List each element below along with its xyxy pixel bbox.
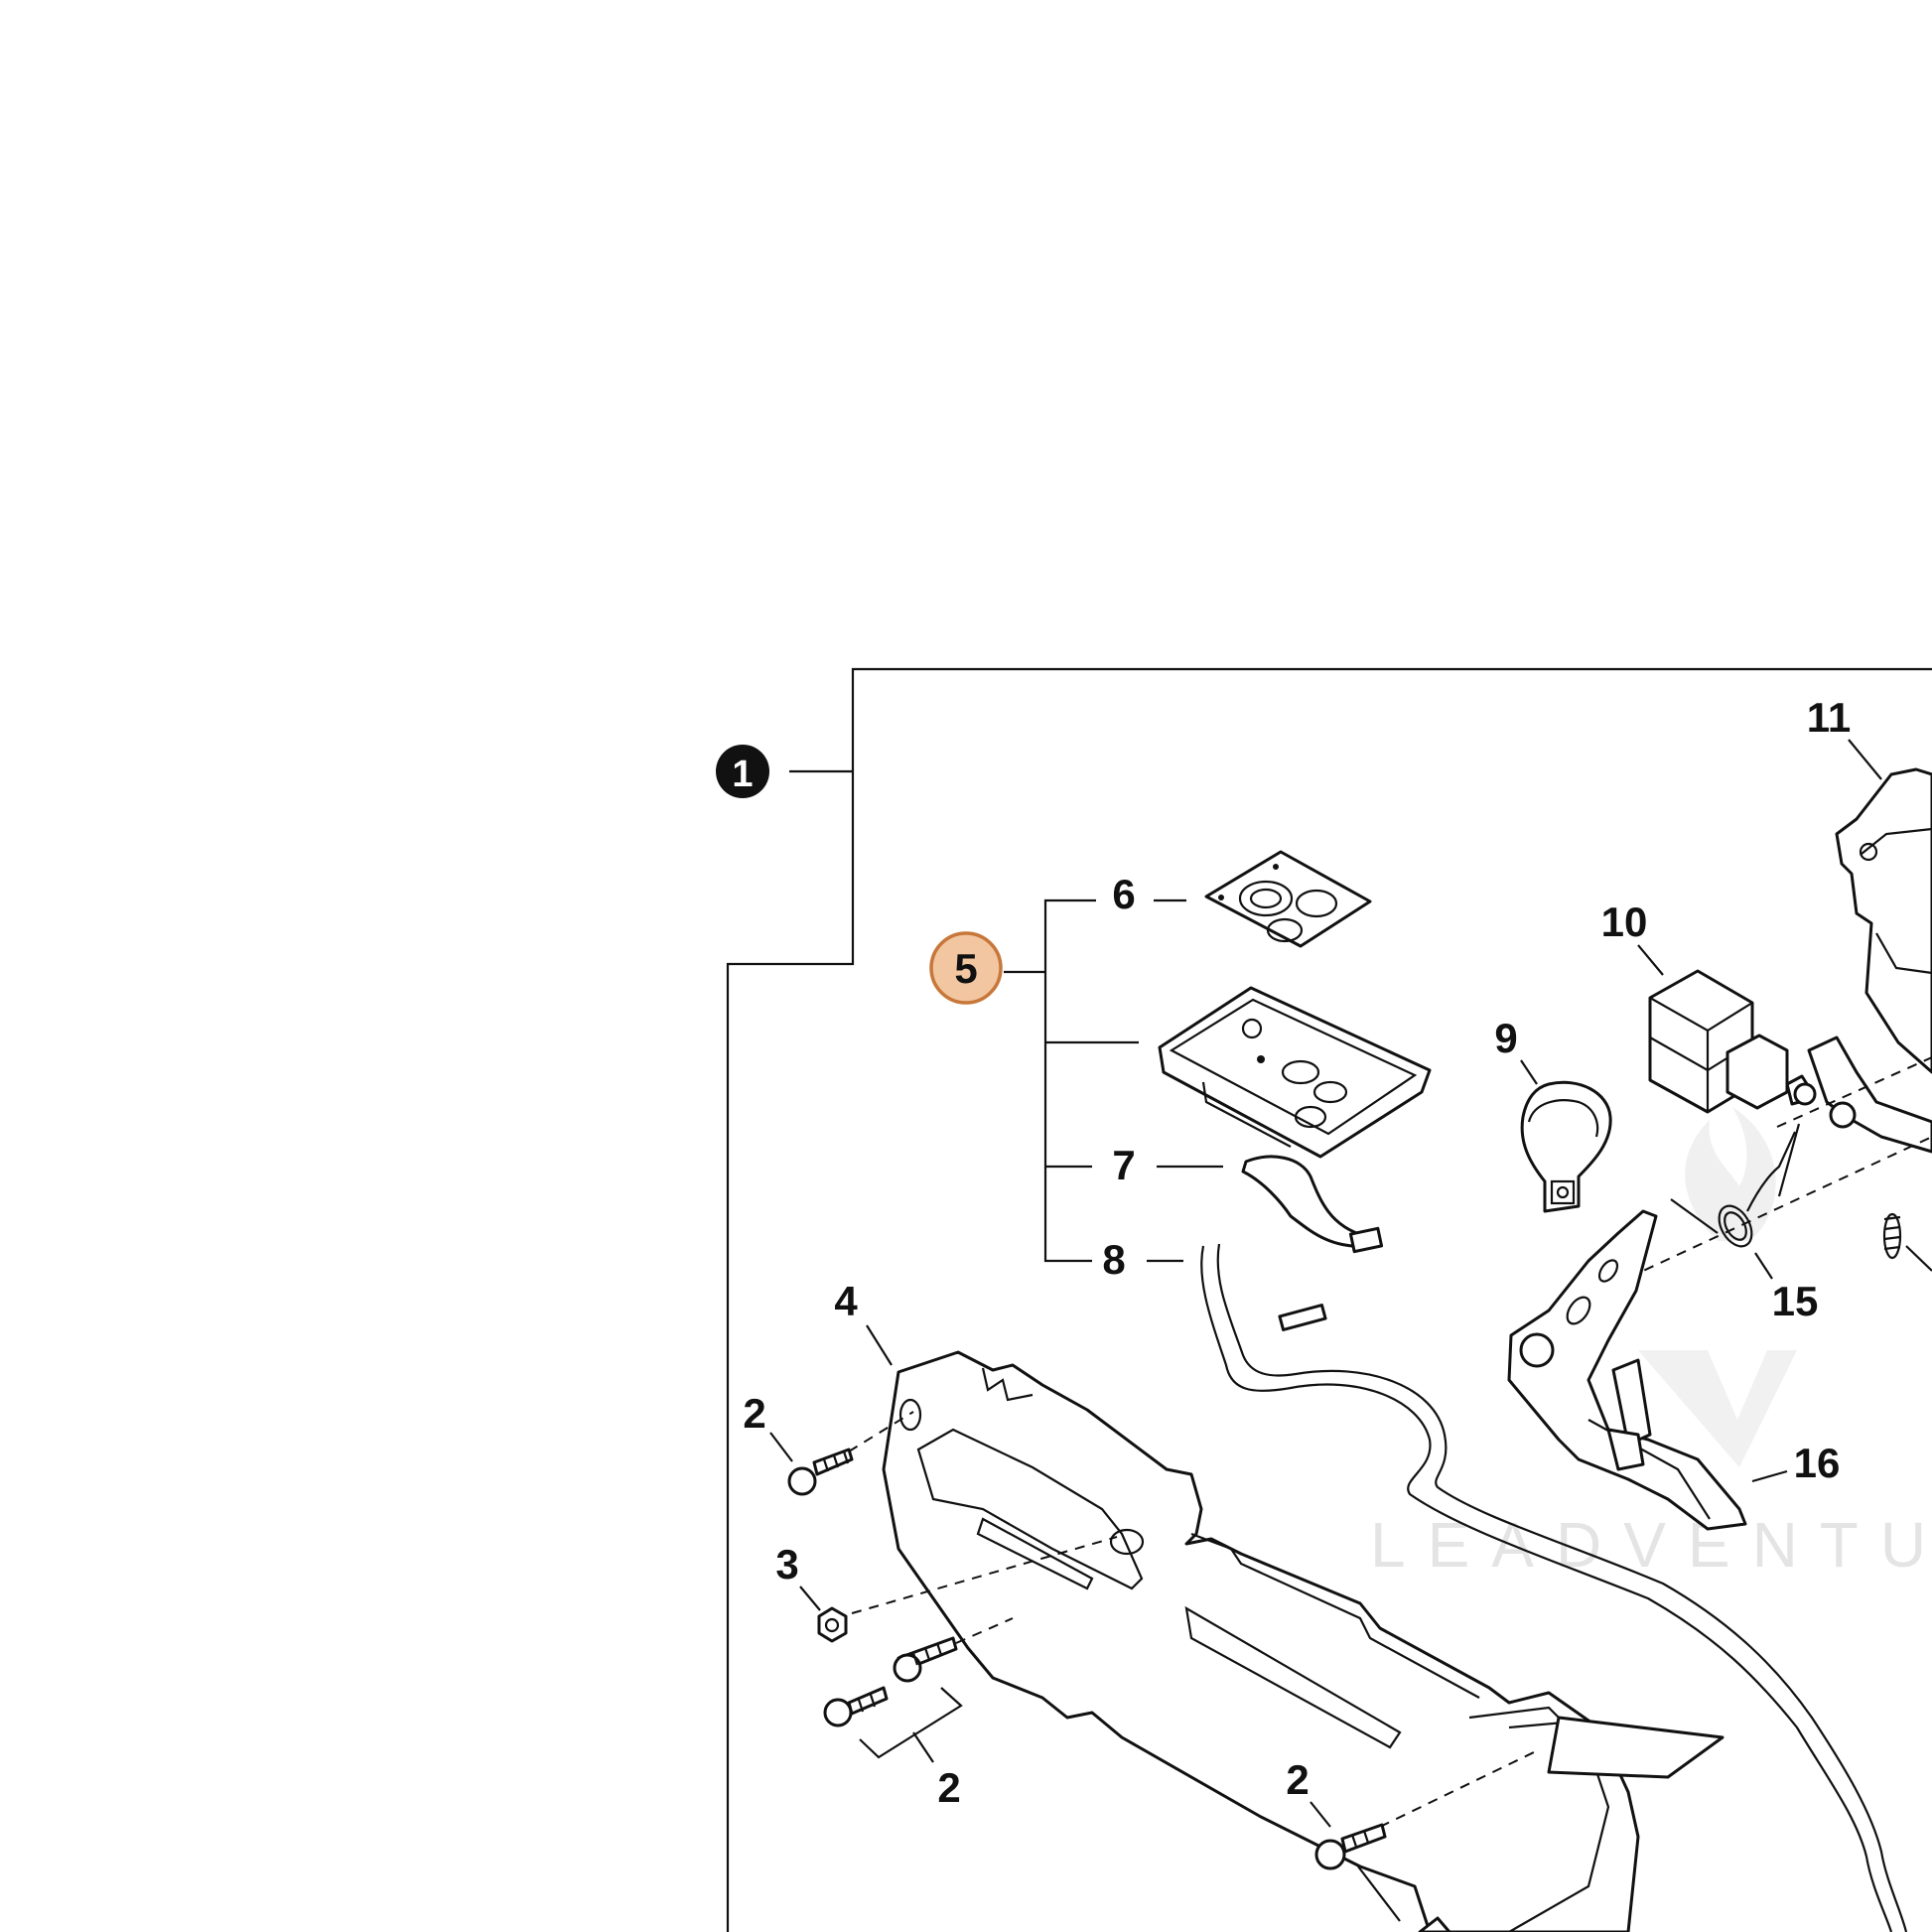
- nut-part: [817, 1606, 848, 1643]
- cable-long-label[interactable]: 8: [1102, 1236, 1125, 1283]
- switch-unit-callout[interactable]: 5: [929, 931, 1003, 1005]
- screw-a-label[interactable]: 2: [743, 1390, 765, 1437]
- spring-part: [1670, 1131, 1797, 1248]
- cable-short-label[interactable]: 7: [1112, 1142, 1135, 1188]
- clamp-label[interactable]: 9: [1494, 1015, 1517, 1061]
- trigger-label[interactable]: 16: [1794, 1440, 1841, 1486]
- cable-long-part: [1200, 1243, 1908, 1932]
- switch-label[interactable]: 10: [1601, 898, 1648, 945]
- screw-pair-label[interactable]: 2: [937, 1764, 960, 1811]
- cable-short-part: [1241, 1155, 1384, 1254]
- screw-b-label[interactable]: 2: [1286, 1756, 1309, 1803]
- screw-b-part: [1314, 1823, 1451, 1932]
- screw-a-part: [787, 1448, 854, 1496]
- clamp-part: [1520, 1080, 1612, 1213]
- assembly-frame: [726, 667, 1932, 1932]
- switch-unit-number: 5: [954, 945, 977, 992]
- nut-label[interactable]: 3: [775, 1541, 798, 1587]
- switch-unit-bracket: [1043, 898, 1096, 1263]
- handle-housing-label[interactable]: 4: [834, 1278, 858, 1324]
- handle-housing-part: [882, 1350, 1725, 1932]
- cover-label[interactable]: 11: [1807, 694, 1851, 741]
- watermark-logo-icon: [1638, 1107, 1797, 1467]
- membrane-part: [1204, 850, 1372, 948]
- spring-label[interactable]: 15: [1772, 1278, 1819, 1324]
- screw-pair-bracket: [859, 1687, 963, 1759]
- assembly-callout[interactable]: 1: [716, 745, 769, 798]
- assembly-number: 1: [732, 754, 753, 795]
- watermark-text: LEADVENTU: [1370, 1509, 1932, 1581]
- cover-part: [1807, 767, 1932, 1272]
- screw-pair-part: [823, 1636, 958, 1727]
- switch-housing-part: [1158, 986, 1432, 1159]
- membrane-label[interactable]: 6: [1112, 871, 1135, 917]
- trigger-part: [1507, 1209, 1747, 1531]
- switch-part: [1648, 969, 1817, 1197]
